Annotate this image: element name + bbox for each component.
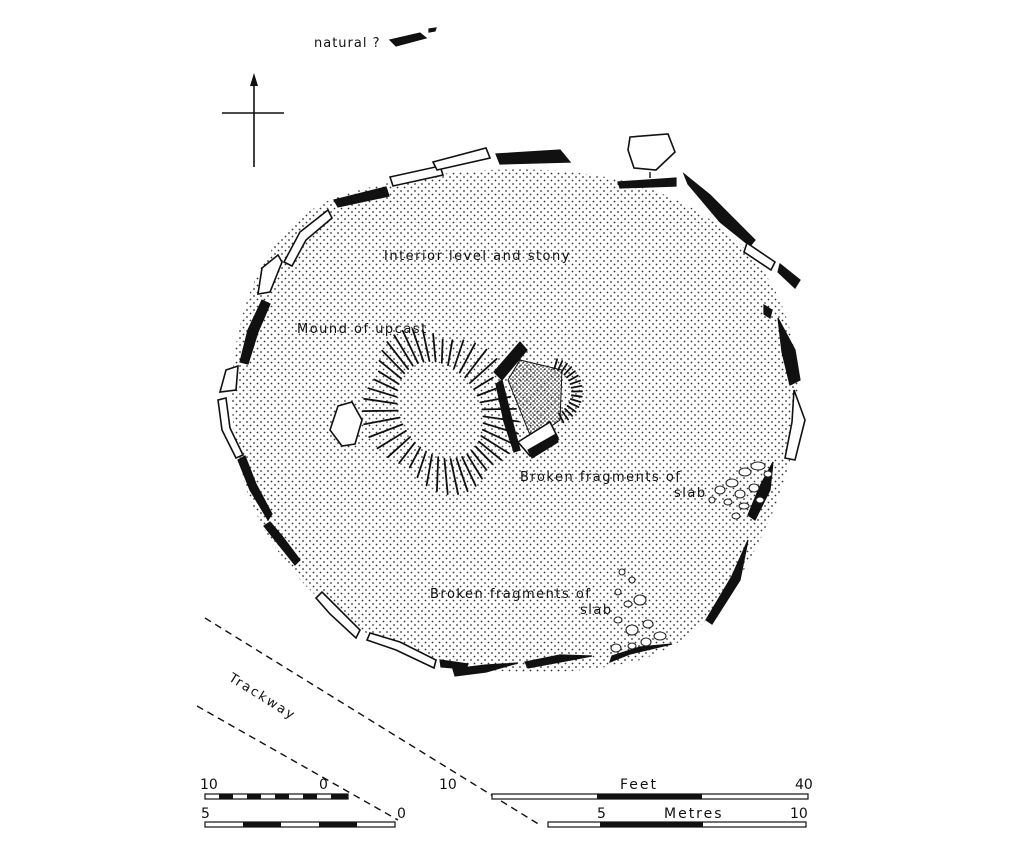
mound-ray bbox=[440, 338, 444, 364]
mound-ray bbox=[386, 340, 410, 371]
fragments-south-label-line2: slab bbox=[580, 603, 613, 618]
mound-ray bbox=[476, 385, 504, 397]
mound-ray bbox=[386, 436, 412, 459]
mound-ray bbox=[432, 332, 437, 363]
mound-rays bbox=[361, 328, 520, 496]
mound-ray bbox=[425, 453, 433, 487]
fragments-south bbox=[610, 568, 667, 653]
mound-ray bbox=[416, 450, 427, 479]
mound-of-upcast bbox=[361, 328, 583, 496]
interior-stone-west bbox=[329, 401, 363, 447]
mound-ray bbox=[368, 423, 404, 438]
scale-bar-feet-left bbox=[204, 793, 349, 800]
scale-metres-right-end: 10 bbox=[790, 806, 808, 822]
cist-ray bbox=[553, 358, 558, 370]
mound-ray bbox=[377, 370, 400, 385]
interior-label: Interior level and stony bbox=[384, 249, 571, 264]
mound-ray bbox=[455, 457, 469, 493]
cist-ray bbox=[558, 412, 565, 424]
scale-metres-mid: 5 bbox=[597, 806, 606, 822]
cist-ray bbox=[568, 401, 580, 409]
fragments-south-label-line1: Broken fragments of bbox=[430, 587, 591, 602]
scale-metres-label: Metres bbox=[664, 806, 724, 822]
mound-ray bbox=[435, 456, 440, 493]
perimeter-stones bbox=[217, 147, 806, 677]
mound-ray bbox=[449, 458, 460, 496]
mound-ray bbox=[479, 395, 512, 404]
mound-ray bbox=[408, 446, 422, 469]
scale-feet-left-start: 10 bbox=[200, 777, 218, 793]
cist-ray bbox=[570, 398, 582, 403]
mound-ray bbox=[481, 407, 517, 411]
cist-rays bbox=[553, 358, 583, 424]
fragments-east-label-line2: slab bbox=[674, 486, 707, 501]
mound-ray bbox=[482, 415, 520, 423]
mound-ray bbox=[401, 329, 419, 365]
mound-ray bbox=[363, 397, 398, 405]
cist-ray bbox=[570, 394, 583, 398]
mound-ray bbox=[361, 409, 399, 413]
mound-ray bbox=[458, 342, 477, 374]
mound-ray bbox=[461, 455, 477, 487]
cist-ray bbox=[566, 370, 576, 379]
natural-stone bbox=[388, 27, 437, 47]
cist-ray bbox=[560, 362, 568, 374]
cist-ray bbox=[566, 404, 577, 413]
mound-ray bbox=[481, 428, 516, 446]
cist-ray bbox=[561, 410, 569, 421]
mound-ray bbox=[363, 416, 401, 426]
scale-bar-feet-right bbox=[491, 793, 809, 800]
trackway bbox=[196, 617, 541, 826]
mound-ray bbox=[477, 440, 503, 461]
scale-bar-metres-right bbox=[547, 821, 807, 828]
fragments-east-label-line1: Broken fragments of bbox=[520, 470, 681, 485]
trackway-label: Trackway bbox=[225, 670, 299, 724]
mound-ray bbox=[453, 339, 465, 370]
mound-ray bbox=[411, 328, 425, 363]
scale-feet-left-end: 0 bbox=[319, 777, 328, 793]
cist-ray bbox=[564, 407, 574, 417]
mound-ray bbox=[470, 449, 488, 471]
mound-ray bbox=[447, 339, 454, 367]
cist-ray bbox=[569, 379, 581, 385]
mound-ray bbox=[474, 445, 494, 466]
cist-ray bbox=[570, 384, 583, 389]
cist-ray bbox=[557, 360, 564, 372]
fragments-east bbox=[708, 461, 773, 520]
mound-ray bbox=[398, 441, 416, 465]
scale-feet-right-start: 10 bbox=[439, 777, 457, 793]
cist-ray bbox=[568, 374, 579, 382]
mound-ray bbox=[381, 349, 406, 375]
mound-ray bbox=[421, 329, 431, 362]
mound-ray bbox=[378, 359, 403, 380]
mound-ray bbox=[473, 376, 494, 391]
mound-ray bbox=[373, 378, 399, 392]
mound-ray bbox=[367, 387, 398, 398]
mound-label: Mound of upcast bbox=[297, 322, 428, 337]
scale-feet-label: Feet bbox=[620, 777, 658, 793]
scale-bar-metres-left bbox=[204, 821, 396, 828]
mound-ray bbox=[482, 422, 519, 435]
scale-metres-left-start: 5 bbox=[201, 806, 210, 822]
mound-ray bbox=[480, 435, 510, 455]
north-arrow-icon bbox=[222, 73, 284, 167]
cist-ray bbox=[563, 366, 573, 376]
mound-ray bbox=[466, 453, 483, 480]
mound-ray bbox=[443, 457, 449, 496]
scale-metres-left-end: 0 bbox=[397, 806, 406, 822]
mound-ray bbox=[376, 429, 407, 450]
scale-feet-right-end: 40 bbox=[795, 777, 813, 793]
mound-ray bbox=[393, 334, 414, 367]
mound-ray bbox=[464, 348, 488, 379]
outlier-stone bbox=[627, 133, 676, 171]
mound-ray bbox=[468, 357, 498, 384]
natural-label: natural ? bbox=[314, 36, 381, 51]
